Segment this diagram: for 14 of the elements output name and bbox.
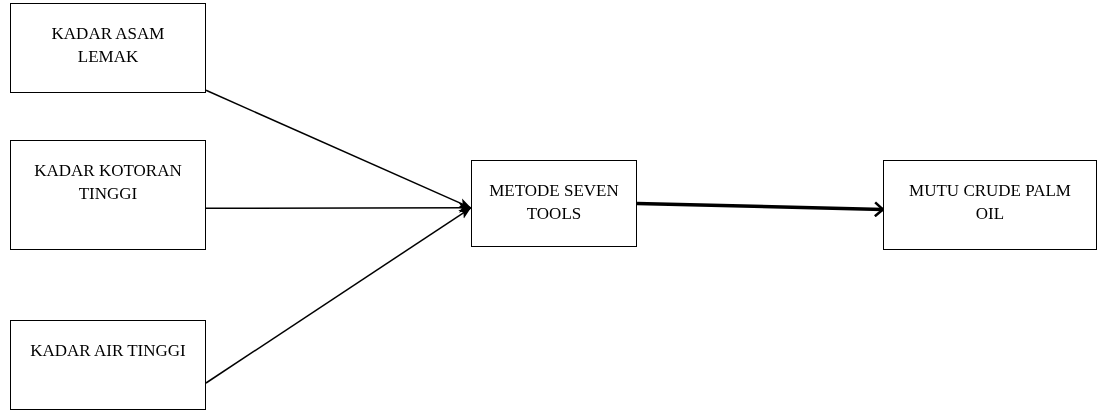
arrow: [205, 89, 472, 209]
process-box: [10, 320, 206, 410]
box-label: MUTU CRUDE PALM OIL: [908, 180, 1072, 225]
box-label: KADAR ASAM LEMAK: [50, 23, 166, 68]
process-box: [471, 160, 637, 247]
box-label: KADAR AIR TINGGI: [29, 340, 187, 362]
arrow: [205, 202, 472, 213]
arrow: [205, 207, 472, 384]
process-box: [10, 140, 206, 250]
process-box: [10, 3, 206, 93]
arrow: [636, 201, 885, 218]
box-label: METODE SEVEN TOOLS: [488, 180, 620, 225]
box-label: KADAR KOTORAN TINGGI: [33, 160, 183, 205]
process-box: [883, 160, 1097, 250]
